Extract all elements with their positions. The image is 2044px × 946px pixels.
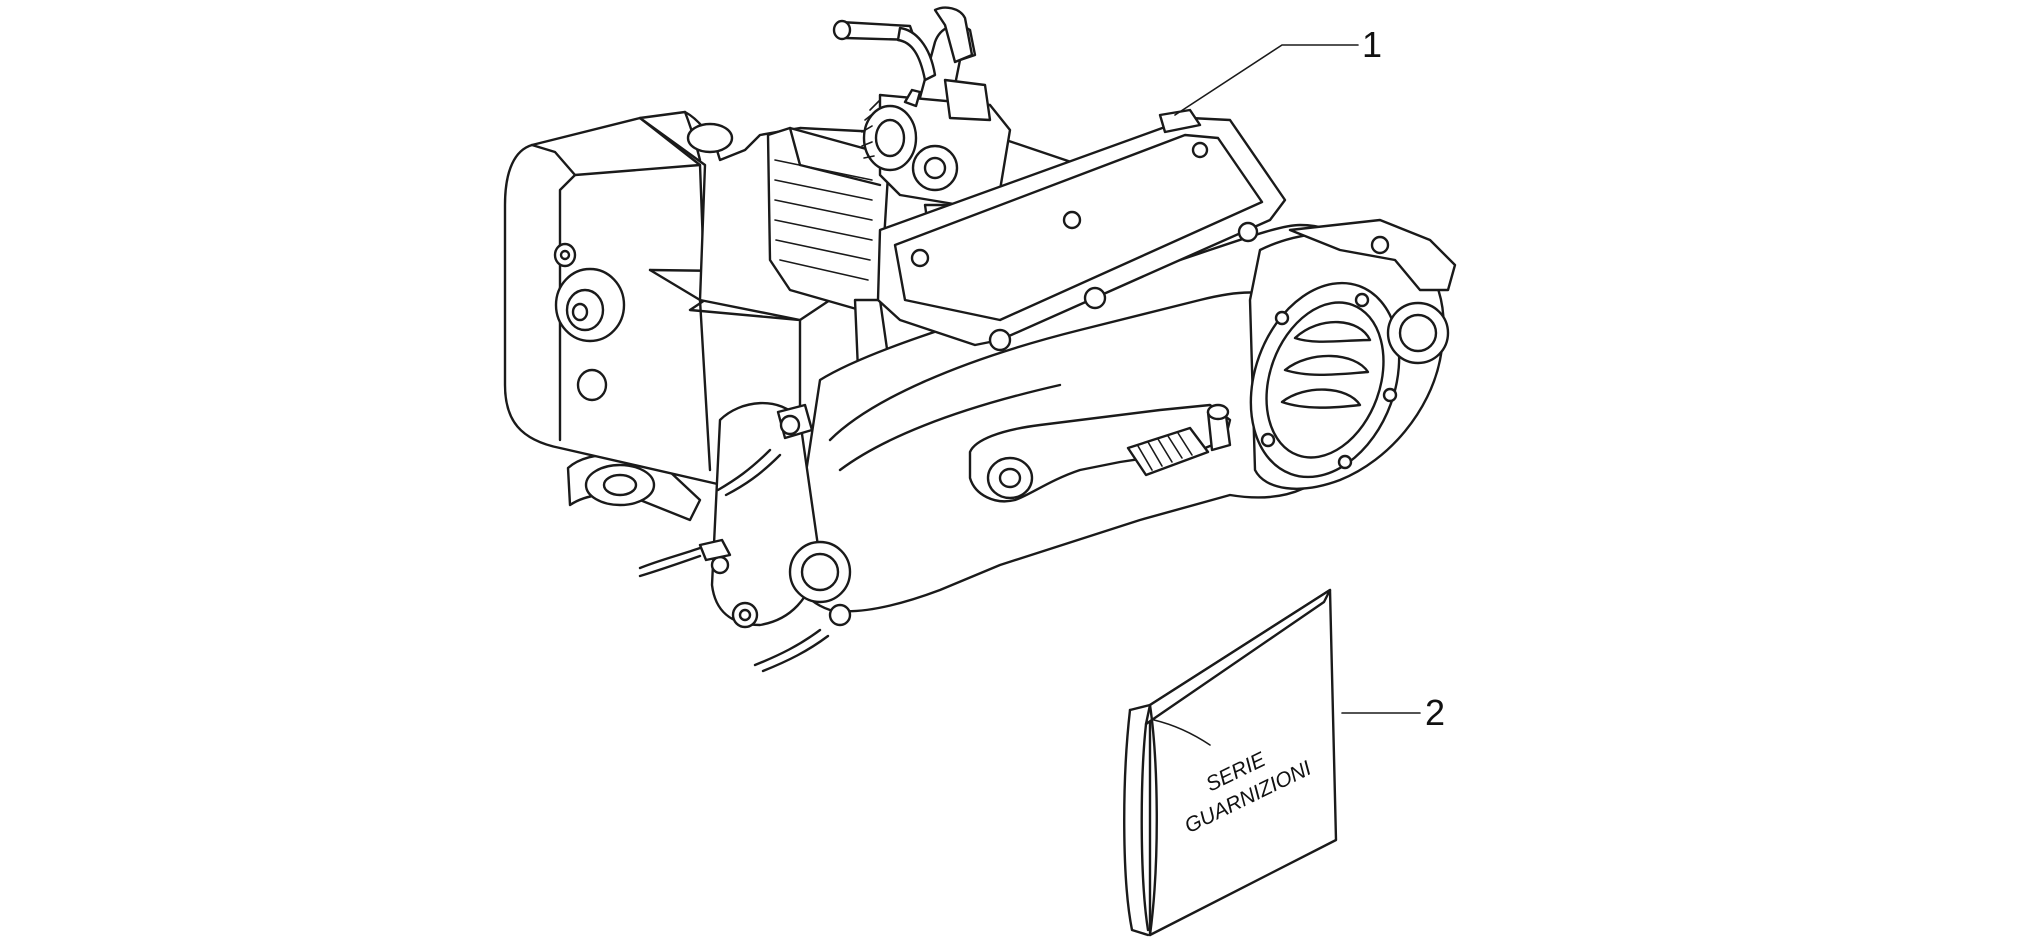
callout-1-leader [1174,44,1359,116]
callout-1-number: 1 [1362,24,1382,65]
callout-1: 1 [1174,24,1382,116]
callout-2: 2 [1341,692,1445,733]
callout-2-number: 2 [1425,692,1445,733]
engine-assembly-drawing [503,6,1457,673]
gasket-set-bag: SERIE GUARNIZIONI [1123,588,1338,937]
